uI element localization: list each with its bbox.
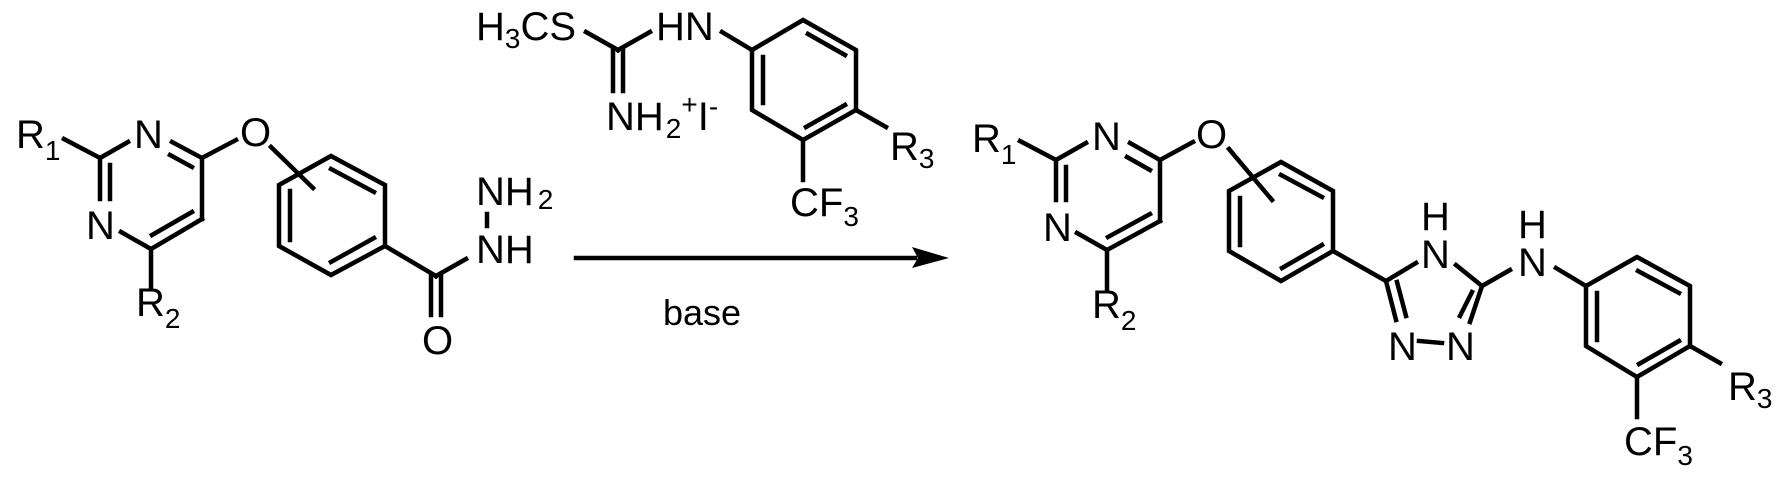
product-cf3-label: CF3 bbox=[1624, 420, 1693, 471]
product-structure: R1 N N R2 O N H N N bbox=[972, 113, 1772, 471]
reaction-arrow: base bbox=[573, 247, 949, 333]
product-r3-label: R3 bbox=[1728, 365, 1772, 414]
triazole-nh-h-label: H bbox=[1421, 195, 1450, 239]
reagent-r3-label: R3 bbox=[890, 125, 934, 174]
product-ether-oxygen-label: O bbox=[1196, 113, 1227, 157]
r1-label: R1 bbox=[16, 113, 60, 166]
r2-label: R2 bbox=[136, 281, 180, 334]
product-r2-label: R2 bbox=[1092, 283, 1136, 336]
product-pyrimidine-n3-label: N bbox=[1092, 115, 1121, 159]
reagent-isothiouronium-structure: H3CS NH2+I- HN R3 CF3 bbox=[476, 5, 934, 232]
product-pyrimidine-n1-label: N bbox=[1043, 206, 1072, 250]
reagent-cf3-label: CF3 bbox=[790, 181, 859, 232]
product-r1-label: R1 bbox=[972, 117, 1016, 170]
reaction-condition-base: base bbox=[663, 292, 741, 333]
ether-oxygen-label: O bbox=[240, 111, 271, 155]
hydrazide-nh-label: NH bbox=[476, 228, 534, 272]
reagent-hn-label: HN bbox=[656, 5, 714, 49]
methylthio-label: H3CS bbox=[476, 5, 576, 54]
amine-n-label: N bbox=[1518, 241, 1547, 285]
triazole-nh-n-label: N bbox=[1421, 233, 1450, 277]
pyrimidine-n1-label: N bbox=[86, 204, 115, 248]
amine-h-label: H bbox=[1518, 203, 1547, 247]
triazole-n2-label: N bbox=[1446, 325, 1475, 369]
triazole-n1-label: N bbox=[1388, 325, 1417, 369]
iminium-label: NH2+I- bbox=[606, 89, 718, 144]
pyrimidine-n3-label: N bbox=[134, 113, 163, 157]
carbonyl-oxygen-label: O bbox=[422, 319, 453, 363]
